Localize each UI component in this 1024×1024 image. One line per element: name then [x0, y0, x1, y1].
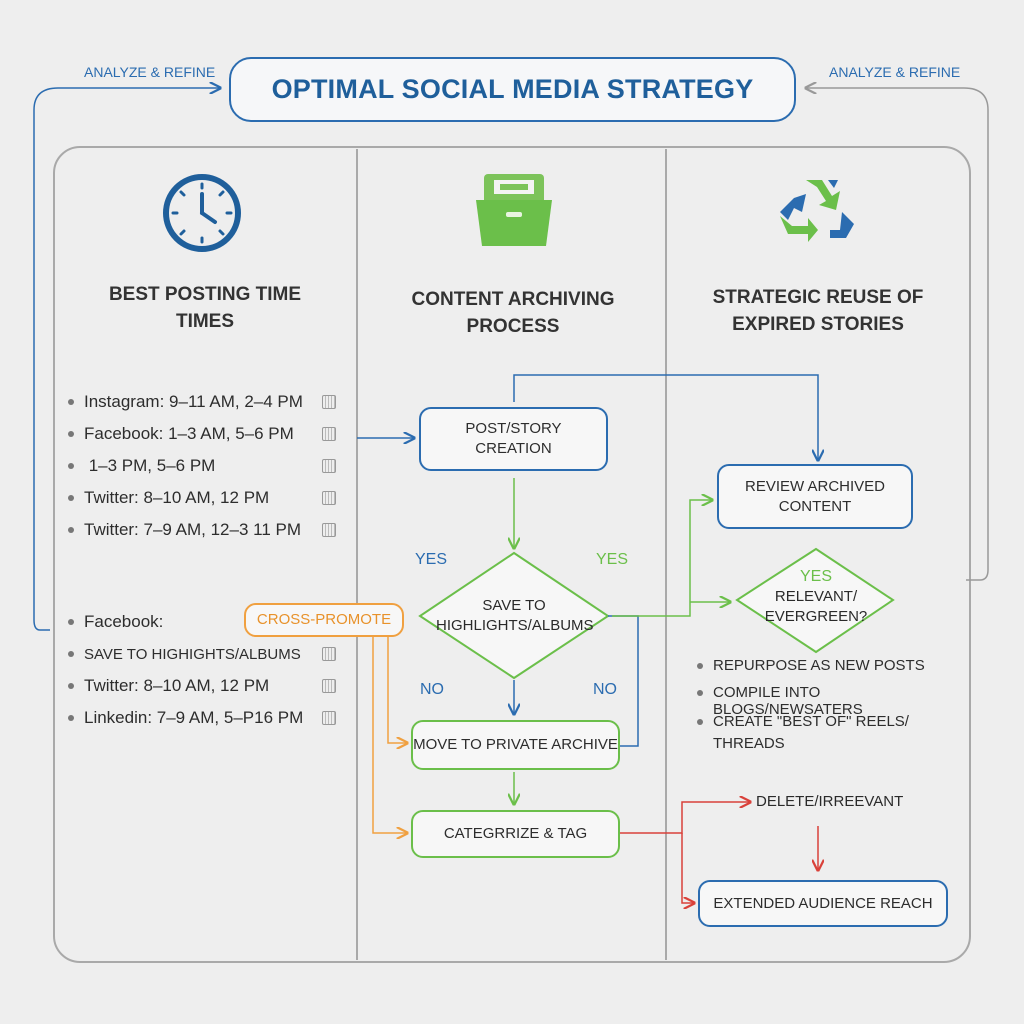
- page-title: OPTIMAL SOCIAL MEDIA STRATEGY: [229, 57, 796, 122]
- delete-irrelevant-label: DELETE/IRREEVANT: [756, 793, 904, 810]
- decision-yes-path: [612, 500, 712, 617]
- schedule-item: 1–3 PM, 5–6 PM: [68, 450, 336, 482]
- private-archive-node: MOVE TO PRIVATE ARCHIVE: [411, 720, 620, 770]
- right-loop-label: ANALYZE & REFINE: [829, 64, 961, 80]
- right-loop-arrow: [806, 88, 989, 581]
- cross-promote-path-2: [387, 636, 407, 743]
- reuse-title: STRATEGIC REUSE OF EXPIRED STORIES: [712, 287, 924, 335]
- left-loop-label: ANALYZE & REFINE: [84, 64, 216, 80]
- save-decision-diamond: [418, 551, 610, 680]
- calendar-icon: [322, 395, 336, 409]
- extended-reach-node: EXTENDED AUDIENCE REACH: [698, 880, 948, 927]
- schedule-list-a: Instagram: 9–11 AM, 2–4 PM Facebook: 1–3…: [68, 386, 336, 546]
- relevant-decision-label: YES RELEVANT/ EVERGREEN?: [764, 568, 868, 625]
- schedule-list-b: Facebook: SAVE TO HIGHIGHTS/ALBUMS Twitt…: [68, 606, 336, 734]
- calendar-icon: [322, 679, 336, 693]
- yes-right-label: YES: [596, 551, 629, 568]
- cross-promote-path-1: [372, 636, 407, 833]
- schedule-item: Linkedin: 7–9 AM, 5–P16 PM: [68, 702, 336, 734]
- calendar-icon: [322, 523, 336, 537]
- posting-times-title: BEST POSTING TIME TIMES: [108, 284, 302, 332]
- list-item: CREATE "BEST OF" REELS/ THREADS: [697, 711, 967, 755]
- yes-left-label: YES: [415, 551, 448, 568]
- schedule-item: SAVE TO HIGHIGHTS/ALBUMS: [68, 638, 336, 670]
- calendar-icon: [322, 459, 336, 473]
- recycle-icon: [780, 180, 854, 242]
- schedule-item: Facebook:: [68, 606, 336, 638]
- calendar-icon: [322, 491, 336, 505]
- schedule-item: Twitter: 8–10 AM, 12 PM: [68, 670, 336, 702]
- reuse-bullet-list: REPURPOSE AS NEW POSTS COMPILE INTO BLOG…: [697, 657, 967, 755]
- categorize-to-delete-path: [620, 802, 750, 834]
- categorize-to-reach-path: [681, 833, 694, 903]
- calendar-icon: [322, 711, 336, 725]
- clock-icon: [163, 174, 241, 252]
- left-loop-arrow: [33, 88, 220, 631]
- schedule-item: Facebook: 1–3 AM, 5–6 PM: [68, 418, 336, 450]
- relevant-decision-diamond: [735, 547, 895, 654]
- top-loop-arrow: [513, 374, 818, 460]
- no-left-label: NO: [420, 681, 444, 698]
- schedule-item: Instagram: 9–11 AM, 2–4 PM: [68, 386, 336, 418]
- calendar-icon: [322, 647, 336, 661]
- schedule-item: Twitter: 8–10 AM, 12 PM: [68, 482, 336, 514]
- archiving-title: CONTENT ARCHIVING PROCESS: [411, 289, 615, 337]
- calendar-icon: [322, 427, 336, 441]
- no-right-label: NO: [593, 681, 617, 698]
- cross-promote-node: CROSS-PROMOTE: [244, 603, 404, 637]
- list-item: REPURPOSE AS NEW POSTS: [697, 657, 967, 684]
- categorize-tag-node: CATEGRRIZE & TAG: [411, 810, 620, 858]
- archive-box-icon: [476, 174, 552, 246]
- list-item: COMPILE INTO BLOGS/NEWSATERS: [697, 684, 967, 718]
- schedule-item: Twitter: 7–9 AM, 12–3 11 PM: [68, 514, 336, 546]
